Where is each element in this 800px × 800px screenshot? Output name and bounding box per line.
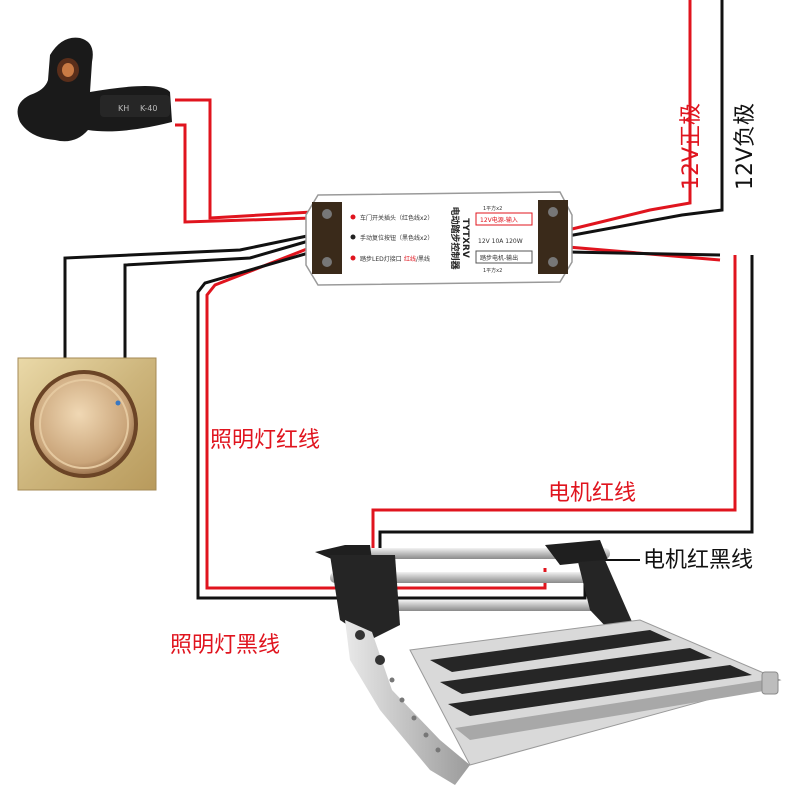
label-12v-negative: 12V负极 [733,103,758,190]
wires [63,0,754,600]
wire-light-red [205,245,547,590]
wire-reset-b [123,238,313,380]
door-switch-mark: KH [118,104,129,113]
door-switch-mark-2: K-40 [140,104,157,113]
controller-row3: 踏步LED灯接口 [360,255,402,263]
controller-row1: 车门开关插头（红色线x2） [360,214,433,222]
controller-input-label: 12V电源-输入 [480,216,518,224]
label-12v-positive: 12V正极 [679,103,704,190]
wire-motor-out-black [567,250,721,257]
controller-rating: 12V 10A 120W [478,238,523,245]
wire-motor-black [378,255,754,572]
label-light-red: 照明灯红线 [210,428,320,453]
electric-step [315,540,782,785]
wire-door-switch-a [175,98,313,220]
label-light-black: 照明灯黑线 [170,633,280,658]
controller-box: 车门开关插头（红色线x2） 手动复位按钮（黑色线x2） 踏步LED灯接口 红线 … [305,191,573,286]
label-motor-black: 电机红黑线 [643,548,753,573]
controller-model: TYTXRV [460,218,470,258]
controller-output-label: 踏步电机-输出 [480,254,518,262]
wire-reset-a [63,233,313,380]
wire-light-black [196,250,587,600]
controller-row2: 手动复位按钮（黑色线x2） [360,234,433,242]
wire-12v-negative [567,0,724,238]
controller-spec-bottom: 1平方x2 [483,267,502,274]
label-motor-red: 电机红线 [548,481,636,506]
wire-door-switch-b [175,123,313,224]
controller-row3-red: 红线 [404,255,416,263]
wire-12v-positive [567,0,692,232]
indicator-dot [115,400,121,406]
door-switch: KH K-40 [17,37,172,142]
controller-row3-black: /黑线 [416,255,430,263]
controller-spec-top: 1平方x2 [483,205,502,212]
controller-title: 电动踏步控制器 [449,206,461,270]
reset-button-panel [17,357,157,491]
wire-motor-red [371,255,737,570]
